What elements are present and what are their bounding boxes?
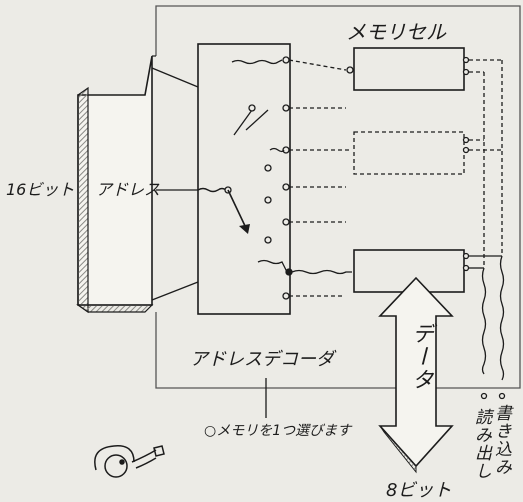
address-label: アドレス <box>96 180 161 199</box>
data-label: データ <box>408 322 433 391</box>
bits-8-label: 8ビット <box>386 480 452 501</box>
cartoon-figure-icon <box>94 445 165 478</box>
memory-cell-label: メモリセル <box>346 20 446 44</box>
bits-16-label: 16ビット <box>6 180 75 199</box>
switch-arrow-head <box>239 224 250 234</box>
decoder-input-wire <box>197 187 227 193</box>
read-write-lines <box>462 56 506 400</box>
address-decoder-box <box>197 43 291 315</box>
funnel-lines <box>151 67 199 301</box>
data-bus-arrow-shadow <box>379 425 417 474</box>
address-bus <box>76 55 156 314</box>
memory-cell-1 <box>346 47 465 91</box>
system-frame <box>155 5 521 389</box>
write-label: 書き込み <box>491 404 511 476</box>
select-note: ○メモリを1つ選びます <box>204 423 352 439</box>
decoder-outputs <box>231 56 352 300</box>
memory-cell-2 <box>353 131 465 175</box>
address-decoder-label: アドレスデコーダ <box>190 349 334 370</box>
read-label: 読み出し <box>471 408 491 480</box>
decoder-switch-arm <box>227 189 247 229</box>
